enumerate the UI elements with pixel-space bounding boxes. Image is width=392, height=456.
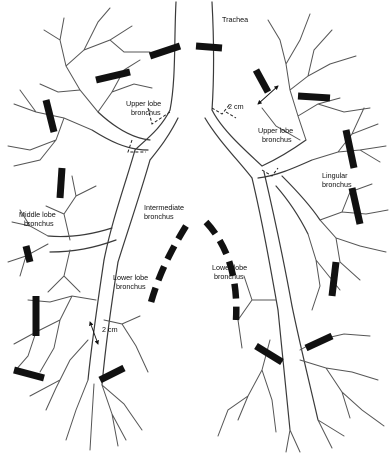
upper-measurement-label: 2 cm [228,102,244,111]
right-upper-lobe-bronchus-label: Upper lobe bronchus [126,99,163,117]
trachea-label: Trachea [222,15,248,24]
measurement-lower [90,322,98,344]
left-lower-lobe-bronchus-label: Lower lobe bronchus [212,263,249,281]
intermediate-bronchus-label: Intermediate bronchus [144,203,186,221]
middle-lobe-bronchus-label: Middle lobe bronchus [19,210,58,228]
zone-marks [14,46,360,380]
right-lower-lobe-bronchus-label: Lower lobe bronchus [113,273,150,291]
peripheral-branches [8,8,388,452]
left-upper-lobe-bronchus-label: Upper lobe bronchus [258,126,295,144]
lower-measurement-label: 2 cm [102,325,118,334]
main-airways [48,2,320,430]
lingular-bronchus-label: Lingular bronchus [322,171,352,189]
